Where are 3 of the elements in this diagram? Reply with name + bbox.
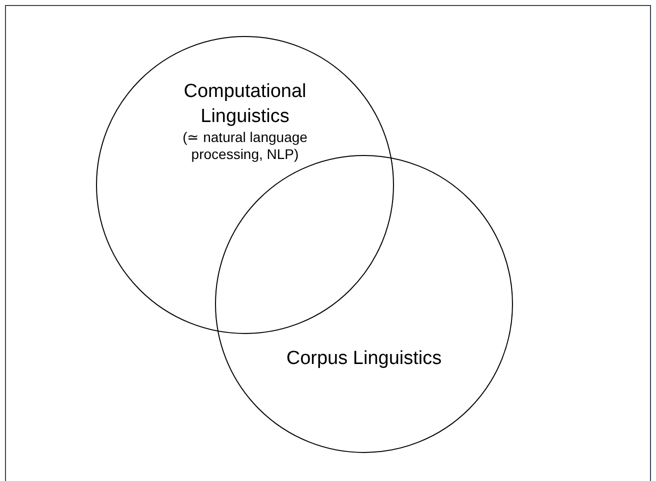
circle-sublabel: (≃ natural language processing, NLP): [182, 129, 308, 163]
circle-label: Corpus Linguistics: [285, 347, 443, 371]
circle-label: Computational Linguistics: [182, 80, 308, 129]
